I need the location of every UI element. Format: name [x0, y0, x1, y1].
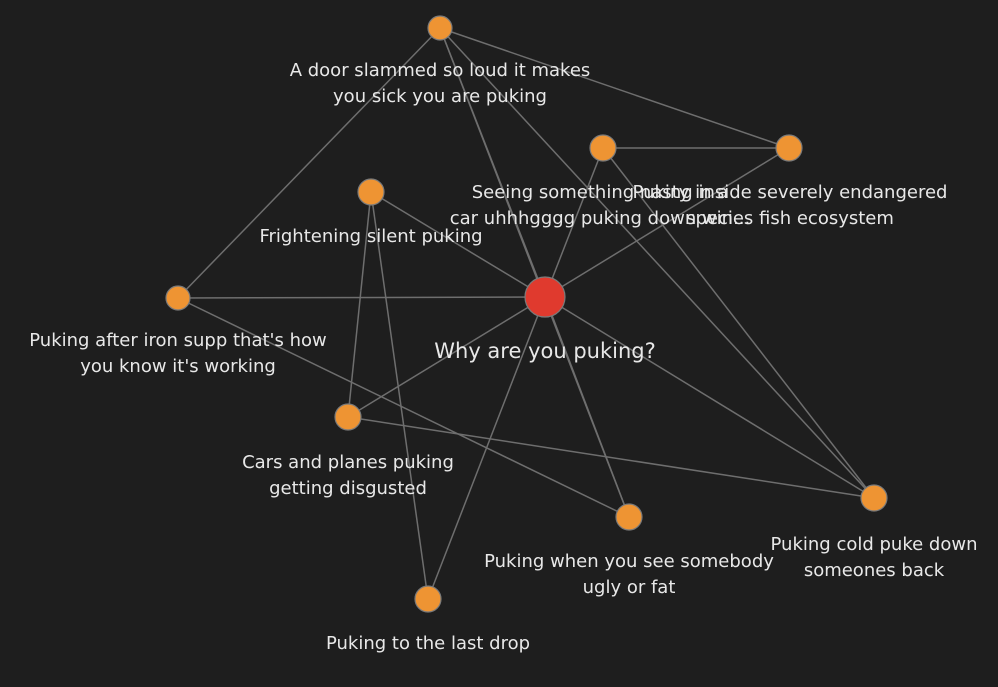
node-label: you know it's working	[80, 356, 276, 377]
edge-cold-center	[544, 296, 875, 499]
edge-iron-center	[177, 296, 546, 299]
edge-silent-cars-planes	[347, 191, 372, 418]
edge-ugly-center	[544, 296, 630, 518]
node-label: Frightening silent puking	[259, 226, 482, 247]
node-label: car uhhhgggg puking down win...	[450, 208, 751, 229]
edge-door-cold	[439, 27, 875, 499]
node-label: getting disgusted	[269, 478, 427, 499]
center-node-label: Why are you puking?	[434, 339, 656, 363]
node-ugly[interactable]: Puking when you see somebody ugly or fat	[484, 503, 774, 598]
edges-layer	[177, 27, 875, 600]
node-label: someones back	[804, 560, 945, 581]
node-last-drop[interactable]: Puking to the last drop	[326, 585, 530, 654]
node-circle[interactable]	[165, 285, 191, 311]
edge-silent-last-drop	[370, 191, 429, 600]
edge-iron-ugly	[177, 297, 630, 518]
edge-nasty-car-cold	[602, 147, 875, 499]
node-circle[interactable]	[615, 503, 643, 531]
node-silent[interactable]: Frightening silent puking	[259, 178, 483, 247]
node-label: Puking to the last drop	[326, 633, 530, 654]
node-cars-planes[interactable]: Cars and planes puking getting disgusted	[242, 403, 454, 499]
node-circle[interactable]	[427, 15, 453, 41]
node-circle[interactable]	[334, 403, 362, 431]
node-center[interactable]: Why are you puking?	[434, 276, 656, 363]
edge-last-drop-center	[427, 296, 546, 600]
node-label: A door slammed so loud it makes	[290, 60, 591, 81]
edge-fish-center	[544, 147, 790, 298]
edge-door-iron	[177, 27, 441, 299]
node-circle[interactable]	[860, 484, 888, 512]
node-cold[interactable]: Puking cold puke down someones back	[771, 484, 978, 581]
node-label: Seeing something nasty in a	[472, 182, 729, 203]
center-node-circle[interactable]	[524, 276, 566, 318]
node-label: Cars and planes puking	[242, 452, 454, 473]
edge-door-fish	[439, 27, 790, 149]
edge-nasty-car-center	[544, 147, 604, 298]
edge-cars-planes-cold	[347, 416, 875, 499]
node-circle[interactable]	[357, 178, 385, 206]
edge-silent-center	[370, 191, 546, 298]
node-nasty-car[interactable]: Seeing something nasty in a car uhhhgggg …	[450, 134, 751, 229]
node-circle[interactable]	[775, 134, 803, 162]
node-label: Puking after iron supp that's how	[29, 330, 326, 351]
node-fish[interactable]: Puking inside severely endangered species…	[633, 134, 948, 229]
node-door[interactable]: A door slammed so loud it makes you sick …	[290, 15, 591, 107]
node-circle[interactable]	[589, 134, 617, 162]
node-circle[interactable]	[414, 585, 442, 613]
edge-cars-planes-center	[347, 296, 546, 418]
node-label: you sick you are puking	[333, 86, 547, 107]
node-label: Puking inside severely endangered	[633, 182, 948, 203]
node-label: Puking cold puke down	[771, 534, 978, 555]
node-label: Puking when you see somebody	[484, 551, 774, 572]
node-label: species fish ecosystem	[686, 208, 894, 229]
nodes-layer: A door slammed so loud it makes you sick …	[29, 15, 978, 654]
node-label: ugly or fat	[583, 577, 676, 598]
node-iron[interactable]: Puking after iron supp that's how you kno…	[29, 285, 327, 377]
